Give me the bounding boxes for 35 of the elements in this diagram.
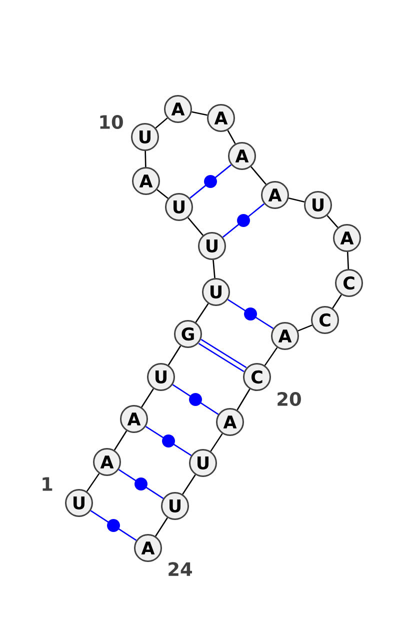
base-pair-line xyxy=(145,426,192,456)
backbone-line xyxy=(288,198,305,202)
backbone-line xyxy=(168,346,182,366)
backbone-line xyxy=(298,324,312,332)
base-pair-line xyxy=(172,384,219,415)
base-pair-line xyxy=(198,338,247,372)
backbone-line xyxy=(236,388,250,410)
backbone-line xyxy=(250,166,266,185)
base-pair-line xyxy=(90,510,137,541)
position-number: 24 xyxy=(168,562,192,576)
position-number: 20 xyxy=(278,392,301,406)
position-number: 1 xyxy=(42,477,52,491)
backbone-line xyxy=(156,189,168,199)
backbone-line xyxy=(326,215,338,228)
backbone-line xyxy=(212,260,216,278)
backbone-line xyxy=(141,388,154,408)
backbone-line xyxy=(227,130,236,144)
backbone-line xyxy=(114,430,128,450)
backbone-line xyxy=(264,347,278,366)
backbone-line xyxy=(195,303,209,323)
backbone-line xyxy=(155,118,168,128)
backbone-line xyxy=(188,217,204,236)
base-pair-line xyxy=(189,164,232,199)
backbone-line xyxy=(332,294,342,309)
backbone-line xyxy=(192,111,208,116)
backbone-line xyxy=(182,474,196,495)
base-pair-line xyxy=(227,298,274,330)
base-pair-line xyxy=(118,469,164,499)
backbone-line xyxy=(346,252,350,270)
backbone-line xyxy=(155,517,168,537)
base-pair-line xyxy=(222,203,265,238)
backbone-line xyxy=(144,150,146,168)
backbone-line xyxy=(210,433,223,452)
position-number: 10 xyxy=(100,115,123,129)
backbone-line xyxy=(86,473,100,492)
